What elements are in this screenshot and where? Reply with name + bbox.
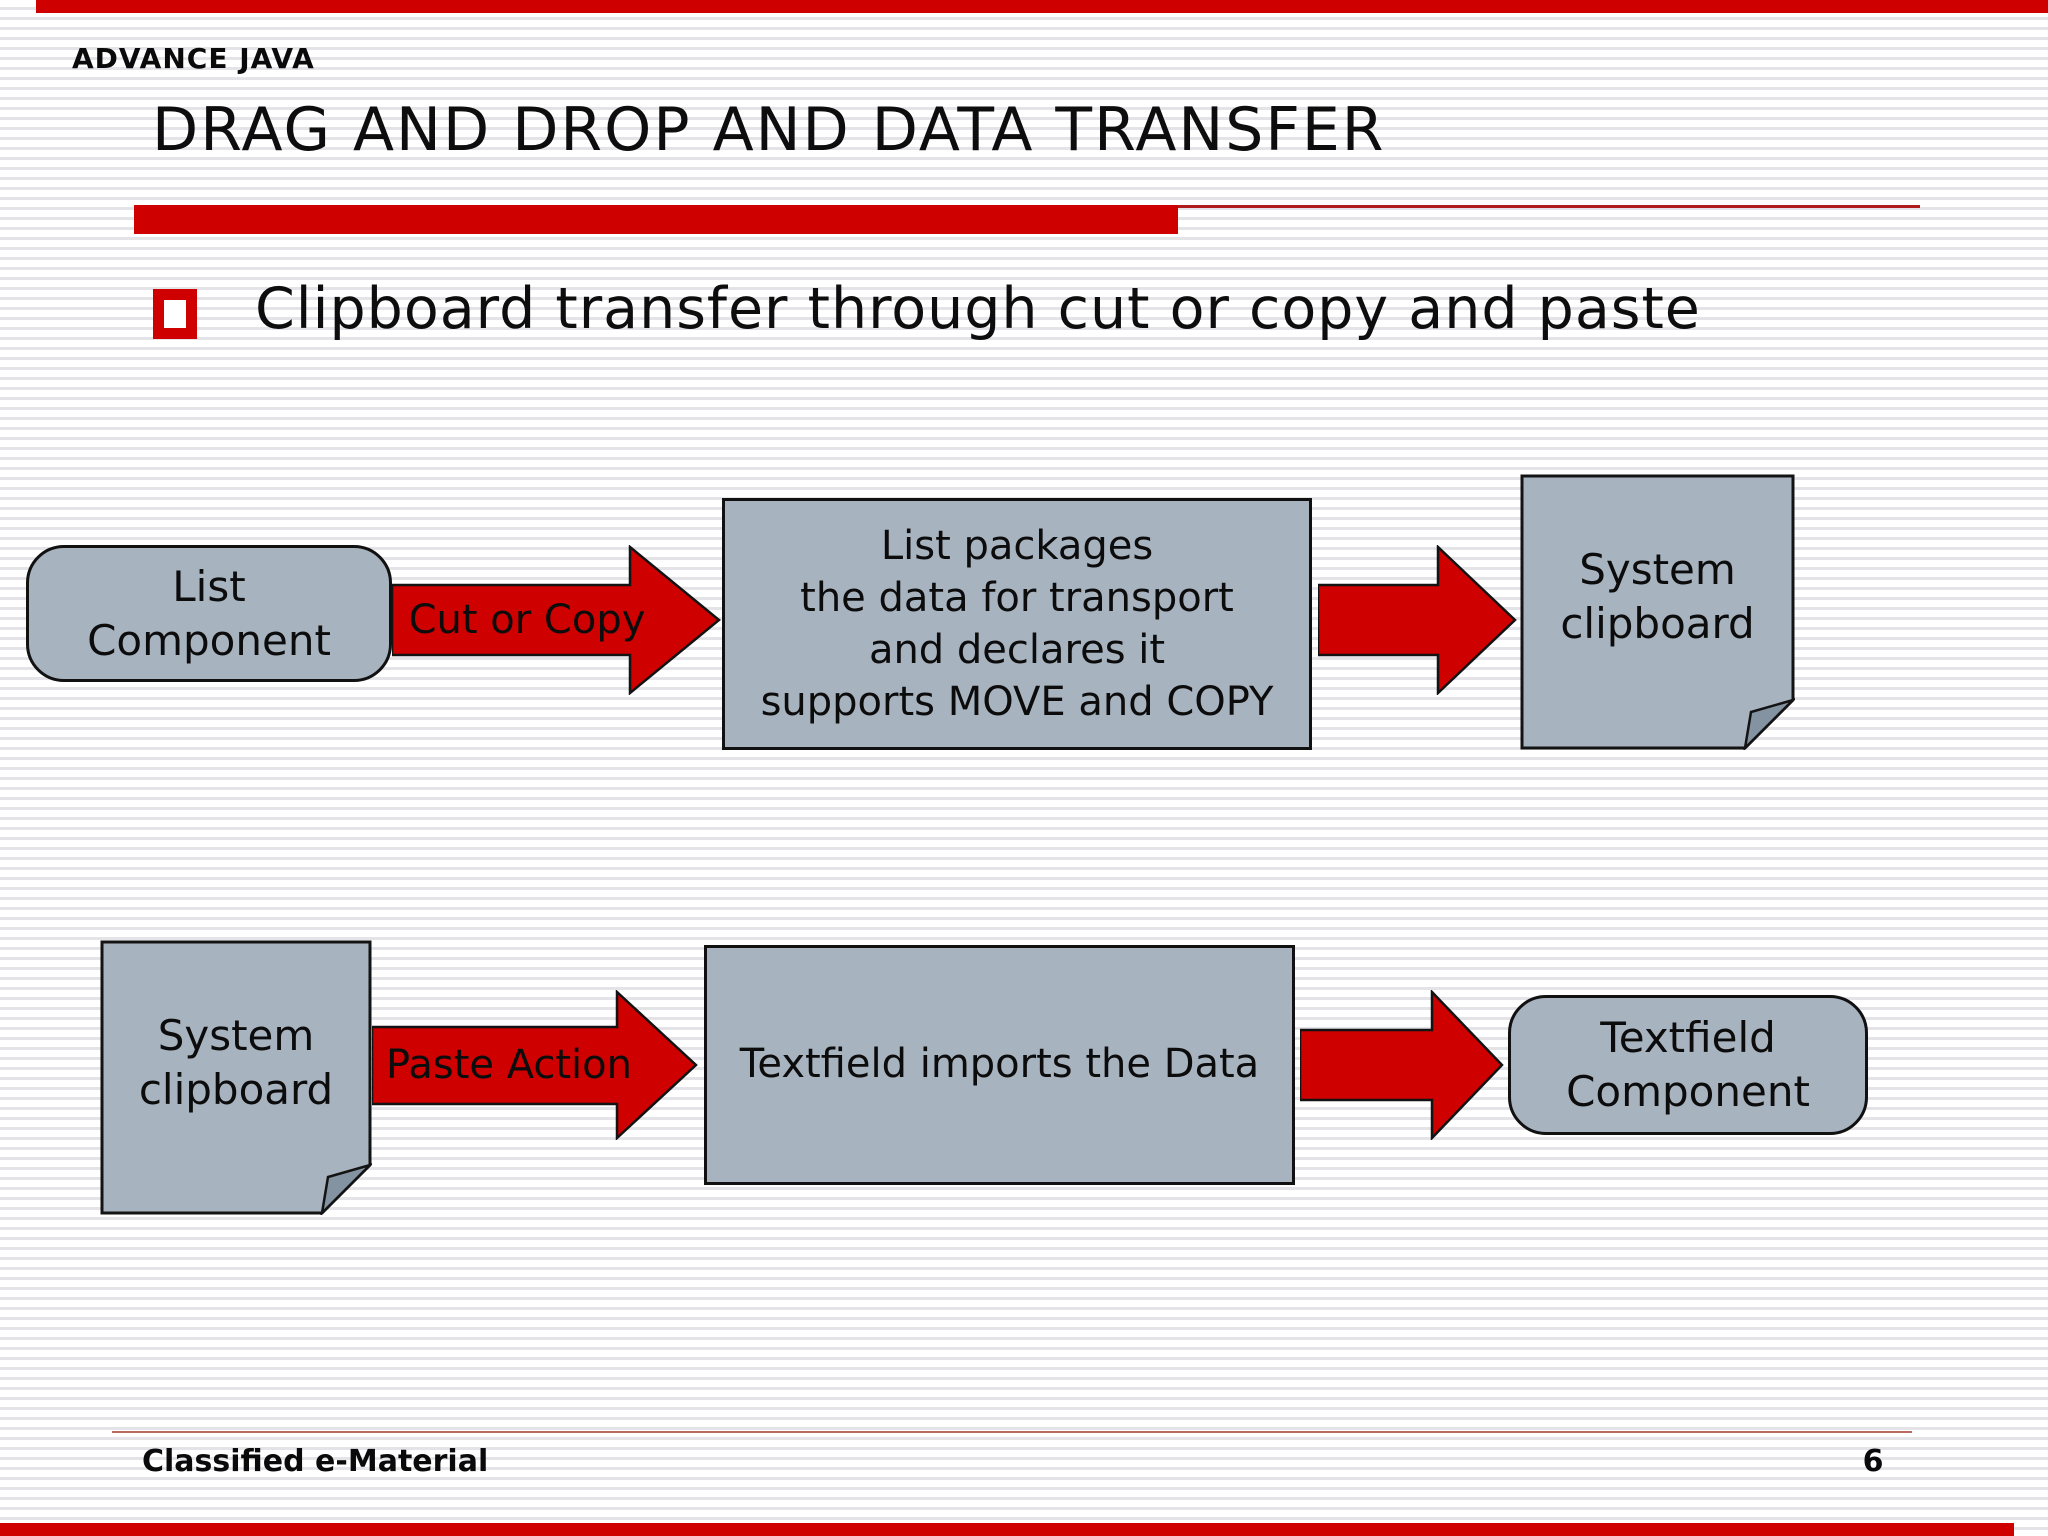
course-eyebrow: ADVANCE JAVA — [72, 42, 315, 75]
textfield-imports-label: Textfield imports the Data — [739, 1041, 1260, 1088]
page-number: 6 — [1862, 1444, 1884, 1479]
system-clipboard-label-row1: System clipboard — [1560, 545, 1755, 648]
list-component-box: List Component — [26, 545, 392, 682]
footer-classification: Classified e-Material — [142, 1444, 489, 1479]
slide-title: DRAG AND DROP AND DATA TRANSFER — [152, 95, 1386, 165]
bullet-square-icon — [153, 289, 197, 339]
textfield-component-box: Textfield Component — [1508, 995, 1868, 1135]
system-clipboard-note-row2 — [100, 940, 372, 1215]
title-underline-thick — [134, 205, 1178, 234]
to-clipboard-arrow — [1318, 545, 1517, 695]
paste-action-arrow — [372, 990, 698, 1140]
cut-or-copy-arrow — [392, 545, 721, 695]
bottom-accent-bar — [0, 1523, 2014, 1536]
to-textfield-arrow — [1300, 990, 1504, 1140]
list-packages-box: List packages the data for transport and… — [722, 498, 1312, 750]
bullet-text: Clipboard transfer through cut or copy a… — [255, 276, 1701, 342]
cut-or-copy-label: Cut or Copy — [408, 597, 646, 643]
textfield-imports-box: Textfield imports the Data — [704, 945, 1295, 1185]
top-accent-bar — [36, 0, 2048, 13]
footer-rule — [112, 1431, 1912, 1433]
paste-action-label: Paste Action — [386, 1042, 632, 1088]
list-component-label: List Component — [87, 561, 331, 665]
system-clipboard-label-row2: System clipboard — [138, 1011, 334, 1114]
system-clipboard-note-row1 — [1520, 474, 1795, 750]
list-packages-label: List packages the data for transport and… — [760, 523, 1274, 725]
title-underline-thin — [1178, 205, 1920, 208]
textfield-component-label: Textfield Component — [1566, 1013, 1810, 1116]
